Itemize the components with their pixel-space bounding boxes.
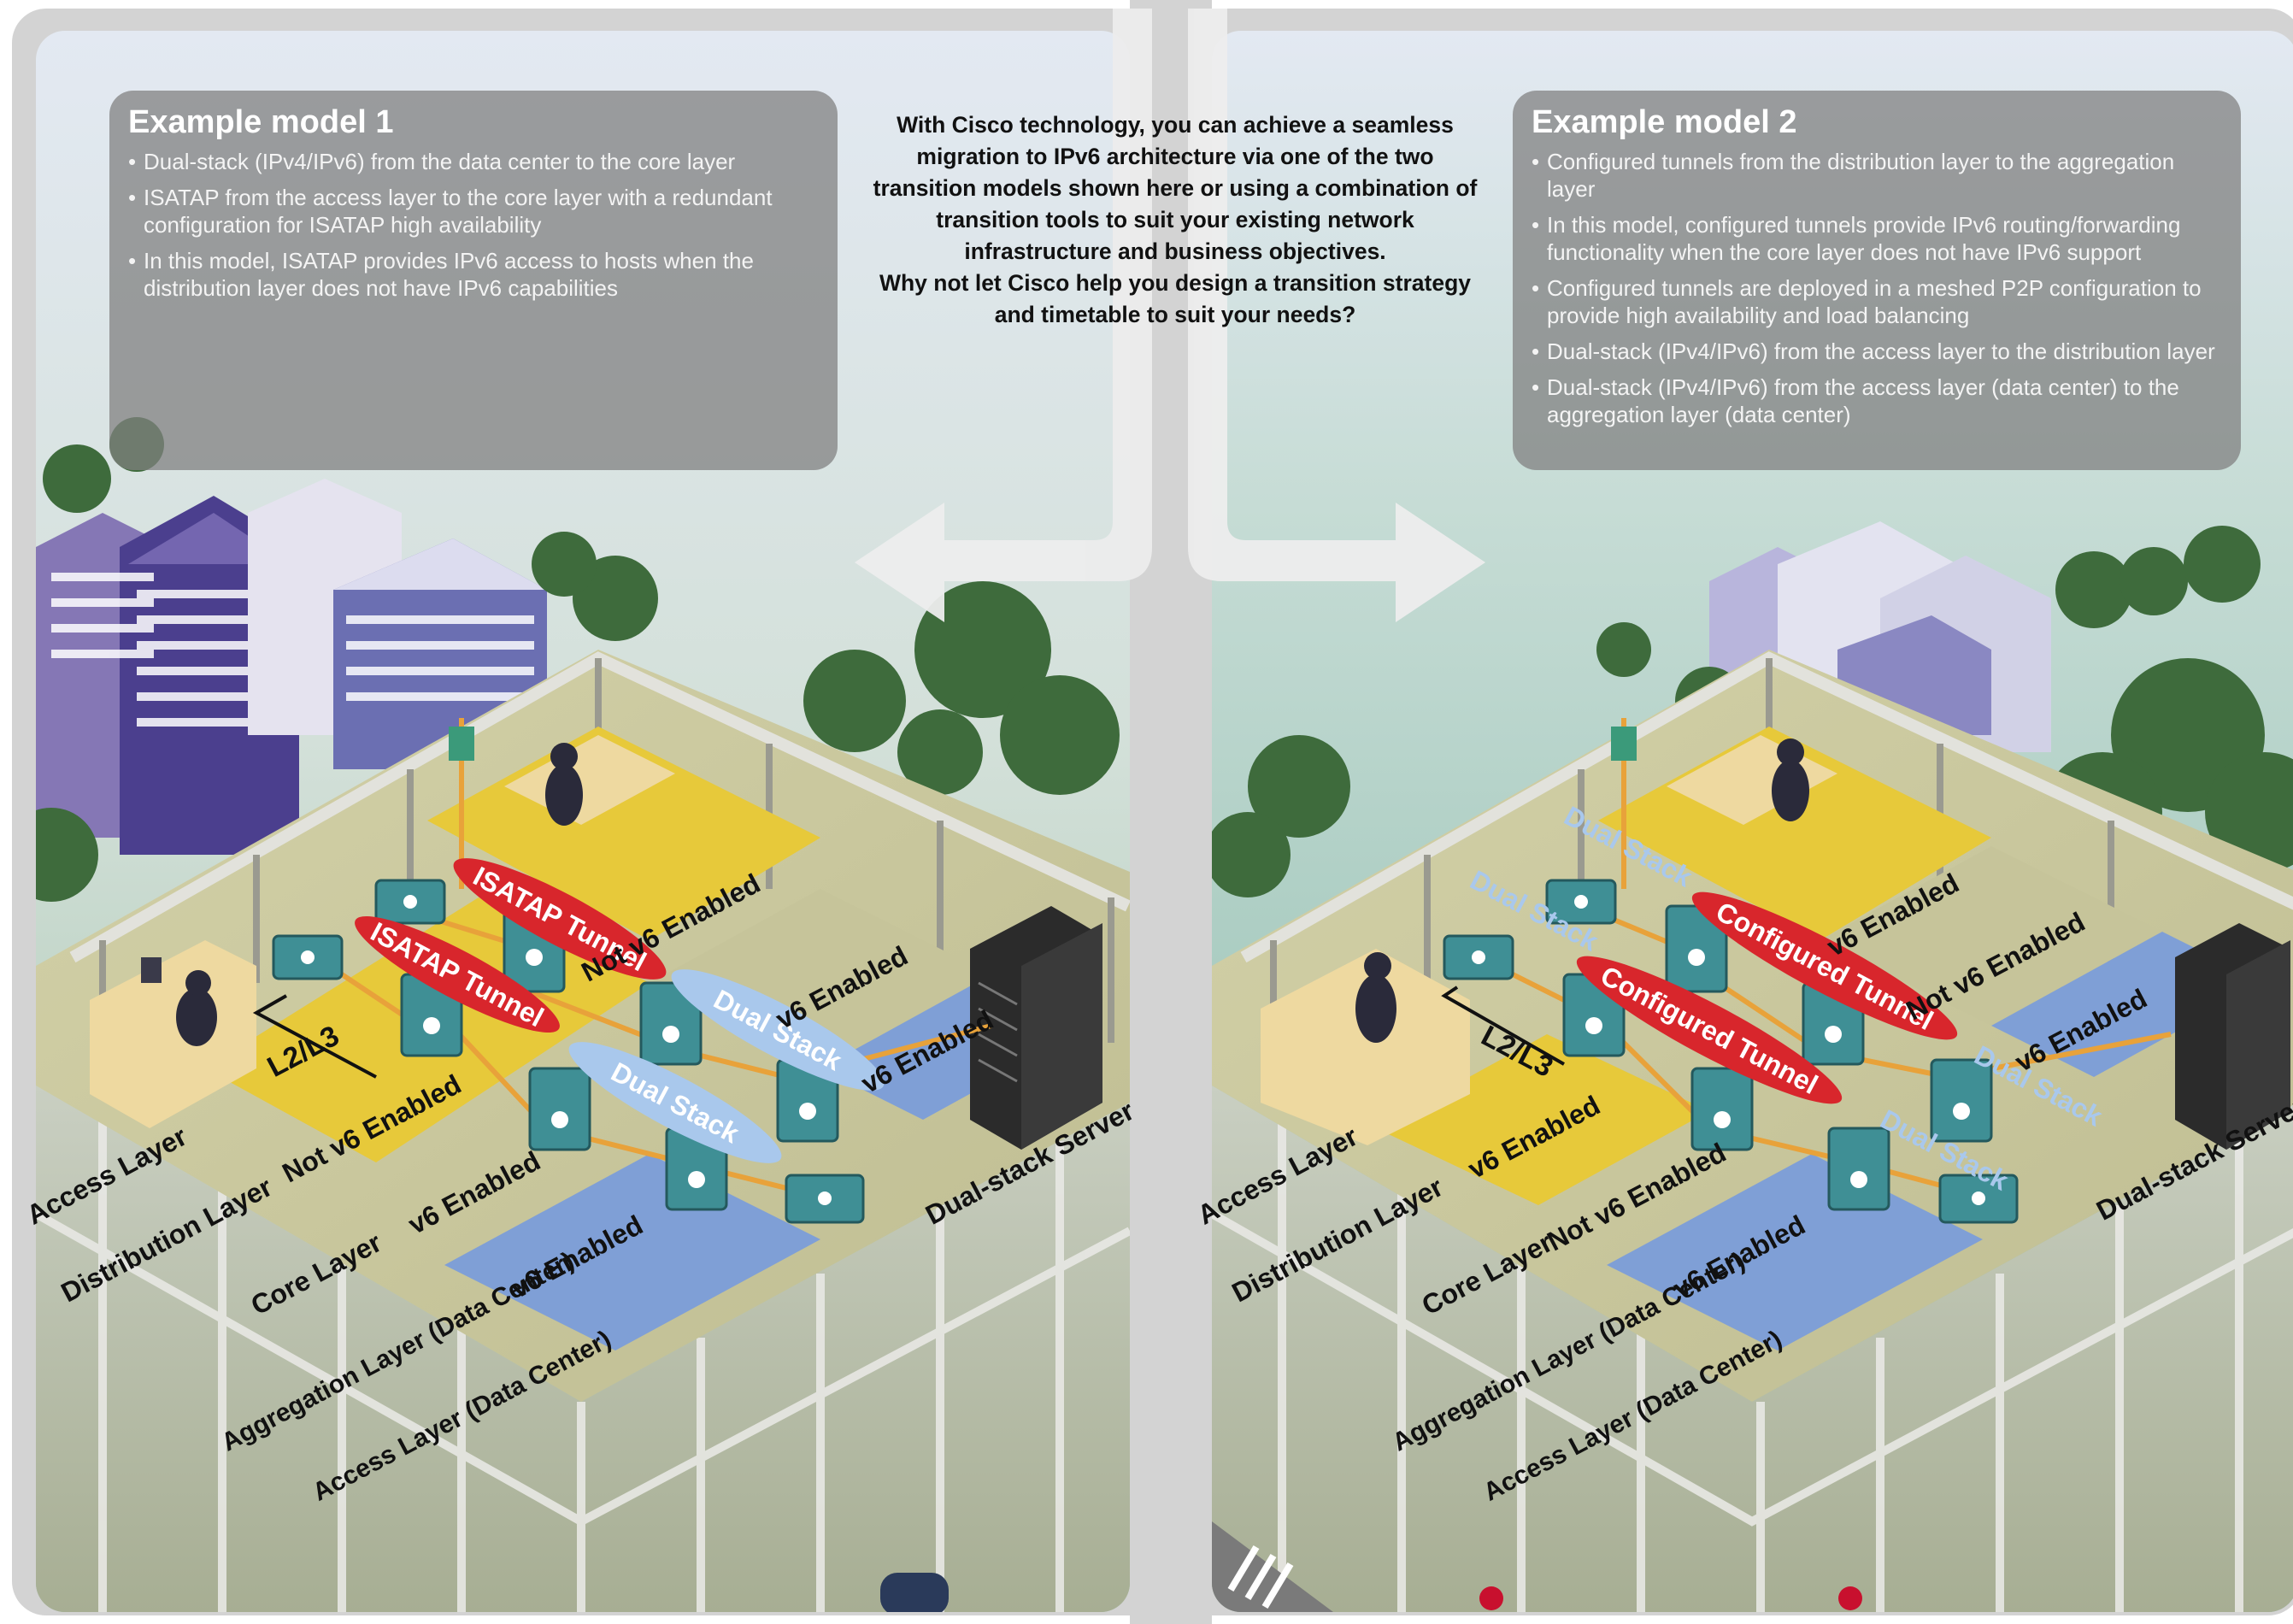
model-2-title: Example model 2	[1532, 104, 1797, 140]
city-buildings-left	[36, 479, 547, 855]
switches-right	[1443, 879, 2019, 1224]
transition-arrows	[855, 9, 1485, 622]
access-point-right	[1611, 727, 1637, 761]
intro-text: With Cisco technology, you can achieve a…	[872, 109, 1479, 331]
intro-question: Why not let Cisco help you design a tran…	[879, 270, 1472, 327]
model-1-bullets: Dual-stack (IPv4/IPv6) from the data cen…	[128, 148, 819, 302]
model-2-bullets: Configured tunnels from the distribution…	[1532, 148, 2222, 428]
access-point-left	[449, 727, 474, 761]
model-2-bullet: Dual-stack (IPv4/IPv6) from the access l…	[1532, 374, 2222, 428]
arrow-right-icon	[1188, 9, 1485, 622]
model-2-bullet: Configured tunnels from the distribution…	[1532, 148, 2222, 203]
model-1-title: Example model 1	[128, 104, 394, 140]
server-rack-right	[2175, 923, 2290, 1150]
server-rack-left	[970, 906, 1102, 1150]
intro-paragraph: With Cisco technology, you can achieve a…	[873, 112, 1478, 264]
model-2-info-box: Example model 2 Configured tunnels from …	[1513, 91, 2241, 470]
switches-left	[272, 879, 865, 1224]
zone-v6-access-r	[1376, 1034, 1709, 1205]
model-1-bullet: Dual-stack (IPv4/IPv6) from the data cen…	[128, 148, 819, 175]
hydrant-icon	[1838, 1586, 1862, 1610]
workers-left	[141, 743, 583, 1046]
model-2-bullet: Configured tunnels are deployed in a mes…	[1532, 274, 2222, 329]
model-1-bullet: ISATAP from the access layer to the core…	[128, 184, 819, 238]
model-1-info-box: Example model 1 Dual-stack (IPv4/IPv6) f…	[109, 91, 838, 470]
model-1-bullet: In this model, ISATAP provides IPv6 acce…	[128, 247, 819, 302]
arrow-left-icon	[855, 9, 1152, 622]
mailbox	[880, 1573, 949, 1612]
model-2-bullet: In this model, configured tunnels provid…	[1532, 211, 2222, 266]
hydrant-icon	[1479, 1586, 1503, 1610]
model-2-bullet: Dual-stack (IPv4/IPv6) from the access l…	[1532, 338, 2222, 365]
workers-right	[1355, 738, 1809, 1043]
